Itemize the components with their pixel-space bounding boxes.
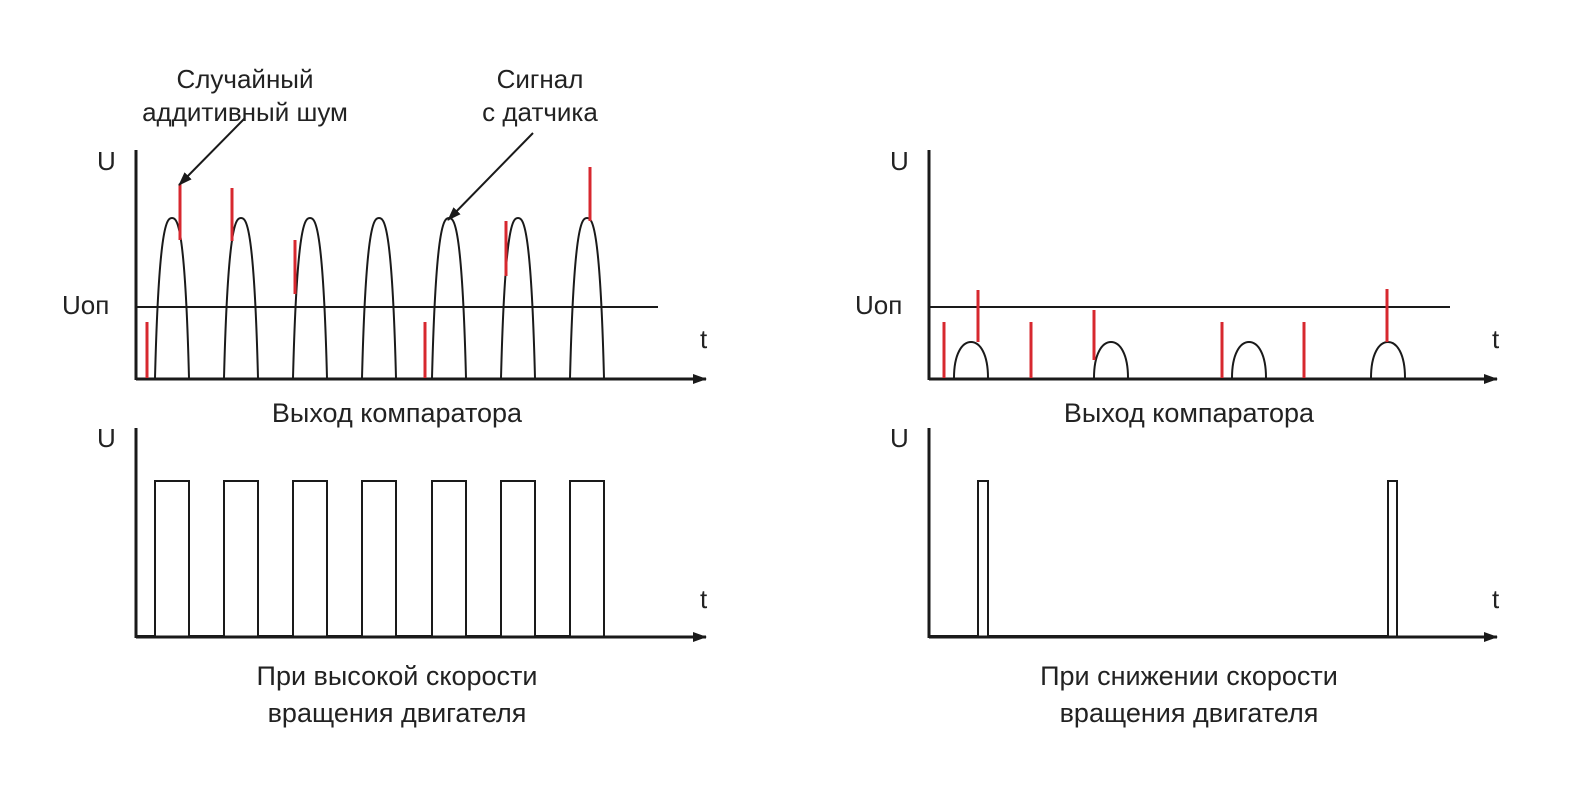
left-top-y-label: U [97,146,116,176]
left-threshold-label: Uоп [62,290,109,320]
signal-hump [1093,340,1129,379]
left-caption-line1: При высокой скорости [257,661,538,691]
right-signal-humps [953,340,1406,379]
signal-hump [223,216,259,379]
left-pulse-train [136,480,605,637]
left-signal-humps [154,216,605,379]
left-bottom-t-label: t [700,584,708,614]
right-comparator-title: Выход компаратора [1064,398,1315,428]
right-caption-line1: При снижении скорости [1040,661,1338,691]
right-signal-panel: U Uоп t Выход компаратора [855,146,1500,428]
right-top-y-label: U [890,146,909,176]
noise-annotation-line2: аддитивный шум [142,97,348,127]
left-signal-panel: Случайный аддитивный шум Сигнал с датчик… [62,64,708,428]
signal-hump [361,216,397,379]
signal-pointer-arrow [447,132,534,221]
signal-hump [569,216,605,379]
noise-annotation-line1: Случайный [176,64,313,94]
noise-pointer-arrow [178,117,246,186]
signal-annotation-line2: с датчика [482,97,598,127]
signal-hump [1370,340,1406,379]
signal-hump [154,216,190,379]
left-bottom-y-label: U [97,423,116,453]
right-bottom-t-label: t [1492,584,1500,614]
right-bottom-y-label: U [890,423,909,453]
signal-hump [953,340,989,379]
left-noise-spikes [145,167,592,378]
right-caption-line2: вращения двигателя [1060,698,1319,728]
right-comparator-panel: U t При снижении скорости вращения двига… [890,423,1500,728]
right-top-t-label: t [1492,324,1500,354]
signal-hump [431,216,467,379]
signal-hump [1231,340,1267,379]
left-comparator-panel: U t При высокой скорости вращения двигат… [97,423,708,728]
right-pulse-train [929,480,1398,637]
left-top-t-label: t [700,324,708,354]
right-threshold-label: Uоп [855,290,902,320]
left-comparator-title: Выход компаратора [272,398,523,428]
signal-hump [292,216,328,379]
right-noise-spikes [942,289,1389,378]
left-caption-line2: вращения двигателя [268,698,527,728]
signal-annotation-line1: Сигнал [497,64,584,94]
